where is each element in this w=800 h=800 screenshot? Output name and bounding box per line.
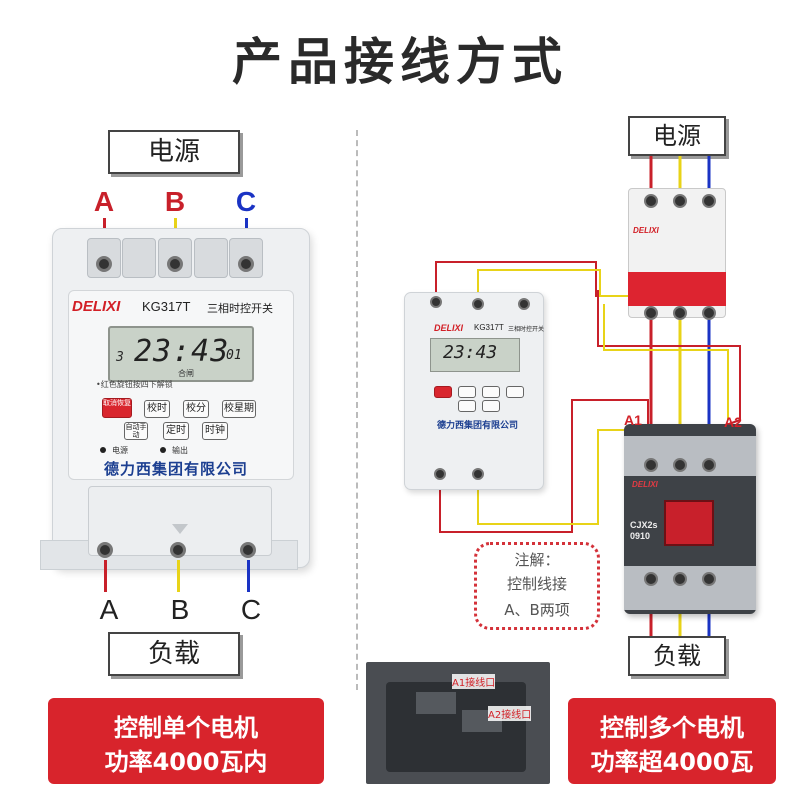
contactor-screw-bottom-b — [673, 572, 687, 586]
left-power-label: 电源 — [108, 130, 240, 174]
right-screw-bottom-2 — [472, 468, 484, 480]
left-screw-top-b — [167, 256, 183, 272]
left-brand-logo: DELIXI — [72, 298, 121, 315]
right-button-4[interactable] — [506, 386, 524, 398]
right-lcd-display: 23:43 — [430, 338, 520, 372]
left-wire-c-bottom — [247, 560, 250, 592]
cancel-restore-button[interactable]: 取消恢复 — [102, 398, 132, 418]
contactor-a2-label: A2 — [724, 414, 742, 430]
output-led-label: 输出 — [172, 446, 188, 455]
right-screw-top-2 — [472, 298, 484, 310]
left-screw-bottom-a — [97, 542, 113, 558]
left-brand-row: DELIXI KG317T 三相时控开关 — [72, 298, 292, 320]
left-screw-bottom-b — [170, 542, 186, 558]
contactor-top-terminals — [624, 436, 756, 476]
breaker-screw-bottom-c — [702, 306, 716, 320]
auto-manual-button[interactable]: 自动手动 — [124, 422, 148, 440]
left-phase-b-top: B — [164, 186, 186, 217]
left-screw-bottom-c — [240, 542, 256, 558]
contactor-screw-top-c — [702, 458, 716, 472]
right-model: KG317T — [474, 323, 504, 332]
contactor-screw-top-a — [644, 458, 658, 472]
right-banner-line2: 功率超4000瓦 — [590, 748, 754, 776]
contactor-model-line2: 0910 — [630, 531, 651, 541]
set-minute-button[interactable]: 校分 — [183, 400, 209, 418]
right-company-name: 德力西集团有限公司 — [437, 421, 519, 431]
contactor-screw-top-b — [673, 458, 687, 472]
breaker-screw-top-b — [673, 194, 687, 208]
wiring-note: 注解： 控制线接 A、B两项 — [474, 542, 600, 630]
breaker-brand: DELIXI — [633, 226, 659, 235]
output-led — [160, 447, 166, 453]
contactor-screw-bottom-c — [702, 572, 716, 586]
breaker-toggle-bar[interactable] — [628, 272, 726, 306]
unlock-note: •红色旋钮按四下解锁 — [96, 380, 173, 389]
left-phase-a-bottom: A — [99, 594, 119, 625]
contactor-screw-bottom-a — [644, 572, 658, 586]
page-title: 产品接线方式 — [232, 33, 568, 91]
set-week-button[interactable]: 校星期 — [222, 400, 256, 418]
right-banner-line1: 控制多个电机 — [600, 714, 744, 742]
power-led-label: 电源 — [112, 446, 128, 455]
note-title: 注解： — [514, 551, 560, 569]
right-lcd-time: 23:43 — [443, 342, 498, 363]
breaker-screw-bottom-b — [673, 306, 687, 320]
contactor-closeup-photo: A1接线口 A2接线口 — [366, 662, 550, 784]
right-button-2[interactable] — [458, 386, 476, 398]
left-terminal-top-gap2 — [194, 238, 228, 278]
cover-arrow-icon — [172, 524, 188, 534]
right-button-5[interactable] — [458, 400, 476, 412]
right-load-label: 负载 — [628, 636, 726, 676]
left-banner-line1: 控制单个电机 — [114, 714, 258, 742]
left-wire-b-bottom — [177, 560, 180, 592]
contactor-indicator-window — [664, 500, 714, 546]
left-phase-c-top: C — [235, 186, 257, 217]
right-model-name: 三相时控开关 — [508, 326, 545, 333]
left-model-name: 三相时控开关 — [207, 302, 273, 315]
left-screw-top-a — [96, 256, 112, 272]
right-brand-logo: DELIXI — [434, 323, 464, 333]
contactor-brand: DELIXI — [632, 480, 658, 489]
right-banner: 控制多个电机 功率超4000瓦 — [568, 698, 776, 784]
left-phase-c-bottom: C — [240, 594, 262, 625]
left-lcd-display: 3 23:43 01 合闸 — [108, 326, 254, 382]
set-hour-button[interactable]: 校时 — [144, 400, 170, 418]
lcd-seconds: 01 — [226, 348, 242, 363]
left-model: KG317T — [142, 299, 191, 314]
contactor-bottom-terminals — [624, 566, 756, 610]
contactor-model-line1: CJX2s — [630, 520, 658, 530]
breaker-screw-top-a — [644, 194, 658, 208]
breaker-screw-top-c — [702, 194, 716, 208]
left-phase-b-bottom: B — [170, 594, 190, 625]
photo-a1-label: A1接线口 — [452, 674, 496, 689]
right-screw-top-3 — [518, 298, 530, 310]
lcd-time: 23:43 — [134, 334, 230, 369]
left-screw-top-c — [238, 256, 254, 272]
right-screw-bottom-1 — [434, 468, 446, 480]
left-terminal-top-gap1 — [122, 238, 156, 278]
right-button-3[interactable] — [482, 386, 500, 398]
contactor-a1-label: A1 — [624, 412, 642, 428]
lcd-day: 3 — [116, 350, 124, 365]
left-load-label: 负载 — [108, 632, 240, 676]
note-line2: A、B两项 — [504, 601, 570, 619]
right-red-button[interactable] — [434, 386, 452, 398]
left-company-name: 德力西集团有限公司 — [104, 460, 249, 478]
left-banner-line2: 功率4000瓦内 — [104, 748, 268, 776]
note-line1: 控制线接 — [506, 575, 567, 593]
left-phase-a-top: A — [93, 186, 115, 217]
left-banner: 控制单个电机 功率4000瓦内 — [48, 698, 324, 784]
breaker-screw-bottom-a — [644, 306, 658, 320]
right-button-6[interactable] — [482, 400, 500, 412]
clock-button[interactable]: 时钟 — [202, 422, 228, 440]
lcd-sub: 合闸 — [178, 369, 194, 378]
power-led — [100, 447, 106, 453]
right-power-label: 电源 — [628, 116, 726, 156]
photo-a2-label: A2接线口 — [488, 706, 532, 721]
center-divider — [356, 130, 358, 690]
left-wire-a-bottom — [104, 560, 107, 592]
timer-button[interactable]: 定时 — [163, 422, 189, 440]
right-screw-top-1 — [430, 296, 442, 308]
